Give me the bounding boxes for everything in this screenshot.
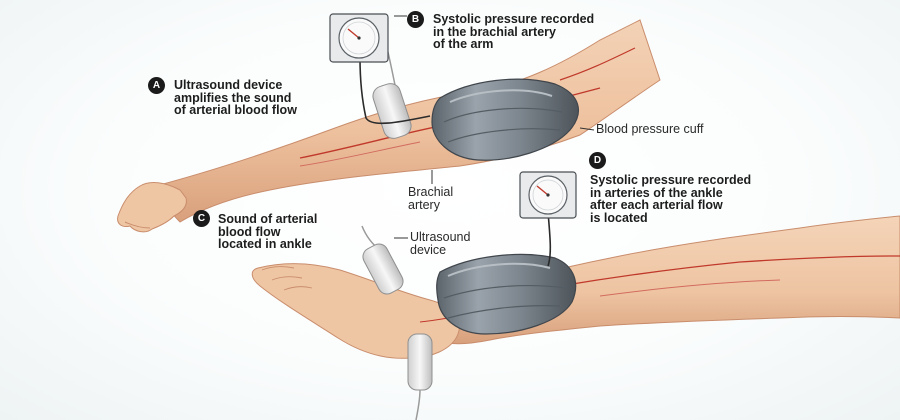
hand-skin <box>117 182 187 233</box>
arm-cuff <box>431 78 579 161</box>
callout-c-text: Sound of arterial blood flow located in … <box>218 212 318 251</box>
leg-cuff <box>436 253 577 335</box>
badge-b: B <box>407 11 424 28</box>
ankle-ultrasound-probe-lower <box>407 333 433 420</box>
foot-skin <box>251 263 460 359</box>
ankle-ultrasound-probe-upper <box>361 225 404 295</box>
arm-ultrasound-probe <box>372 51 412 139</box>
callout-b-text: Systolic pressure recorded in the brachi… <box>433 12 595 51</box>
label-ultrasound-device: Ultrasound device <box>410 230 471 257</box>
callout-a-text: Ultrasound device amplifies the sound of… <box>174 78 297 117</box>
badge-a: A <box>148 77 165 94</box>
leader-lines <box>394 15 595 239</box>
badge-d: D <box>589 152 606 169</box>
leg-artery <box>559 255 900 287</box>
callout-d-text: Systolic pressure recorded in arteries o… <box>590 173 752 225</box>
leader-cuff <box>579 127 595 131</box>
label-blood-pressure-cuff: Blood pressure cuff <box>596 122 704 136</box>
ankle-gauge <box>519 171 577 267</box>
arm-gauge <box>329 13 431 125</box>
badge-c: C <box>193 210 210 227</box>
label-brachial-artery: Brachial artery <box>408 185 454 212</box>
